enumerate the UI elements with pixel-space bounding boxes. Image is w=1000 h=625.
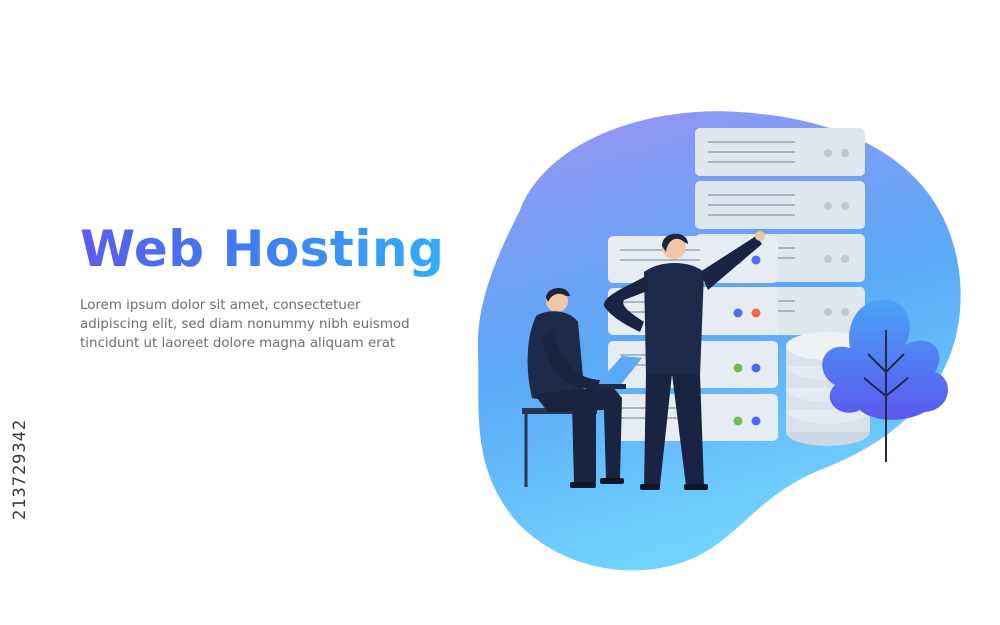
stock-image-id: 213729342 bbox=[10, 418, 30, 520]
seated-person-icon bbox=[522, 287, 642, 488]
page-title: Web Hosting bbox=[80, 220, 445, 278]
standing-person-icon bbox=[603, 231, 765, 490]
plant-icon bbox=[822, 299, 948, 462]
hero-description: Lorem ipsum dolor sit amet, consectetuer… bbox=[80, 298, 410, 351]
